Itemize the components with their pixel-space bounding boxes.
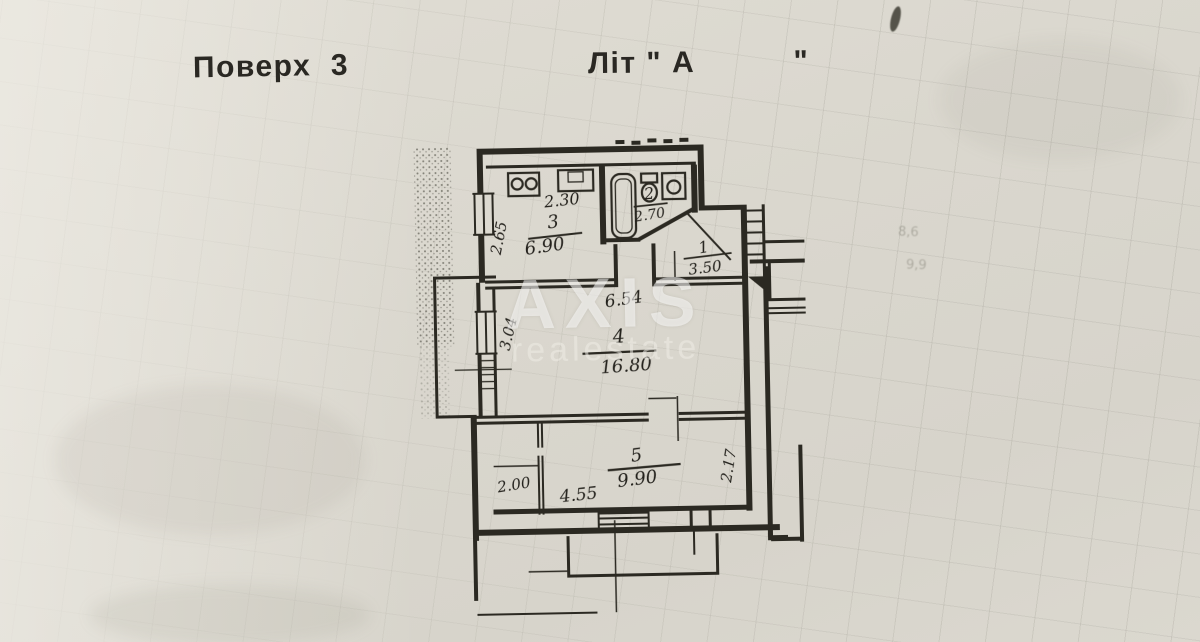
room-2-number-label: 2 — [642, 184, 655, 204]
room-1-area-label: 3.50 — [687, 257, 723, 279]
room-3-area-label: 6.90 — [523, 233, 566, 259]
dim-bedroom-width-label: 4.55 — [558, 483, 599, 507]
wall-hatch-ticks — [615, 137, 689, 145]
room-2-area-label: 2.70 — [632, 205, 666, 226]
room-4-area-label: 16.80 — [600, 354, 653, 379]
window-icon-bedroom-bottom — [597, 508, 650, 528]
room-3-number-label: 3 — [546, 211, 560, 233]
staircase-icon — [743, 204, 766, 267]
washbasin-icon — [660, 171, 687, 201]
paper-light-band — [0, 0, 420, 642]
dimension-ticks — [454, 251, 679, 468]
bleed-mark: 9,9 — [905, 257, 927, 274]
room-4-number-label: 4 — [611, 325, 626, 348]
bleed-mark: 8,6 — [897, 224, 919, 241]
floor-plan-drawing: 2.30 3 6.90 2.65 2 2.70 1 3.50 6.54 3.04… — [413, 137, 806, 616]
paper-smudge — [55, 385, 365, 535]
window-icon-kitchen-left — [472, 192, 496, 236]
kitchen-sink-icon — [556, 168, 595, 193]
window-icon-living-left — [474, 310, 498, 355]
radiator-icon — [477, 359, 496, 390]
stove-icon — [506, 171, 541, 198]
entrance-door-leaf — [686, 212, 732, 261]
toilet-icon — [639, 172, 659, 203]
room-5-number-label: 5 — [629, 444, 643, 466]
plan-walls — [432, 144, 806, 616]
letter-label: Літ " А " — [587, 44, 810, 81]
adjacent-building-hatch — [413, 146, 455, 419]
balcony-outline — [566, 533, 720, 578]
dim-closet-width-label: 2.00 — [495, 473, 532, 496]
dim-kitchen-width-label: 2.30 — [542, 189, 580, 212]
room-fraction-lines — [528, 202, 732, 472]
room-5-area-label: 9.90 — [616, 466, 658, 492]
room-1-number-label: 1 — [697, 237, 711, 258]
dim-living-depth-label: 3.04 — [496, 316, 521, 353]
floor-label: Поверх 3 — [192, 48, 350, 85]
paper-smudge — [90, 585, 370, 642]
ink-speck — [887, 5, 904, 33]
dim-bedroom-side-label: 2.17 — [717, 447, 740, 484]
bathtub-icon — [610, 172, 638, 240]
dim-living-width-label: 6.54 — [603, 287, 643, 312]
paper-smudge — [940, 40, 1180, 160]
